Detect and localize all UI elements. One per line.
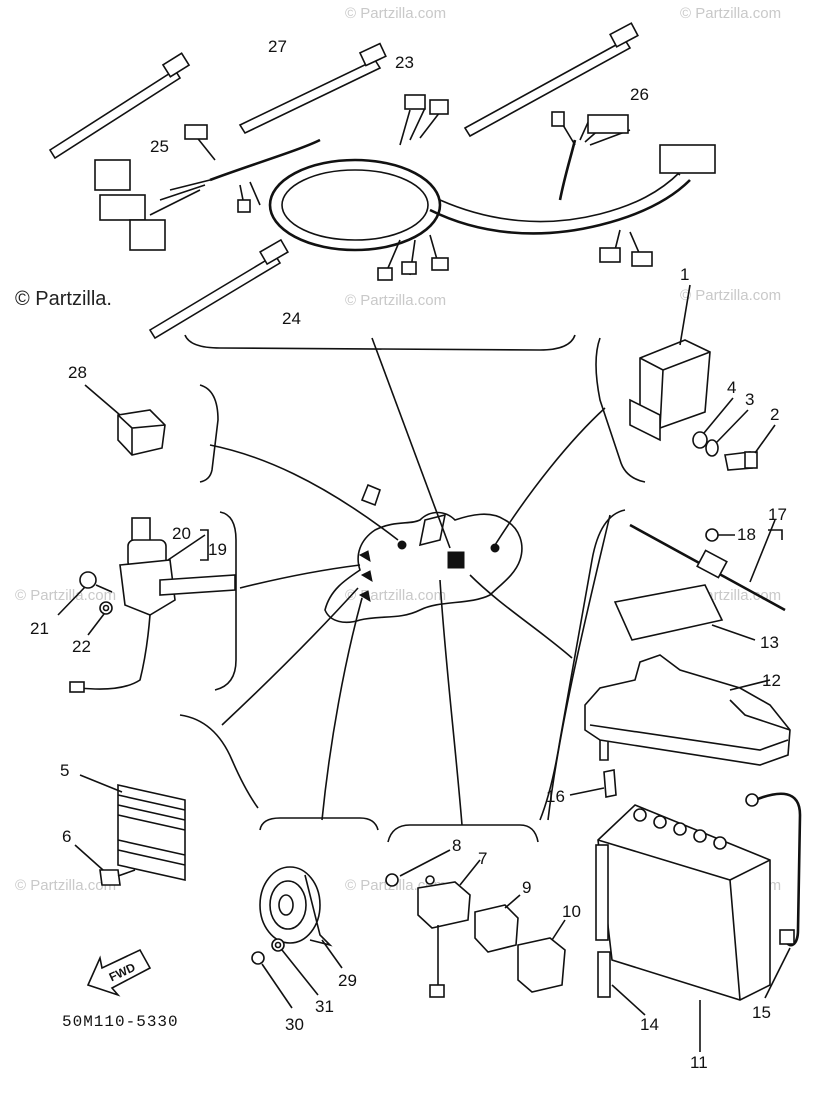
callout-2: 2 <box>770 405 779 424</box>
part-28-relay <box>84 384 166 456</box>
callout-8: 8 <box>452 836 461 855</box>
part-6-bolt <box>74 844 136 886</box>
part-29-horn <box>259 866 343 969</box>
callout-24: 24 <box>282 309 301 328</box>
part-19-main-switch <box>69 517 236 693</box>
callout-13: 13 <box>760 633 779 652</box>
watermark: © Partzilla. <box>15 288 112 310</box>
part-8-bolt <box>385 849 451 887</box>
callout-31: 31 <box>315 997 334 1016</box>
callout-25: 25 <box>150 137 169 156</box>
brace <box>199 384 219 483</box>
cable-tie-24 <box>148 238 289 340</box>
brace <box>595 337 646 483</box>
part-15-cable <box>745 792 802 999</box>
leader-lines <box>209 337 611 826</box>
callout-18: 18 <box>737 525 756 544</box>
watermark: © Partzilla.com <box>680 5 781 22</box>
drawing-code: 50M110-5330 <box>62 1013 179 1031</box>
callout-9: 9 <box>522 878 531 897</box>
callout-7: 7 <box>478 849 487 868</box>
callout-29: 29 <box>338 971 357 990</box>
watermark: © Partzilla.com <box>680 287 781 304</box>
callout-28: 28 <box>68 363 87 382</box>
brace <box>259 817 379 831</box>
part-12-battery-cover <box>584 654 791 766</box>
callout-labels: 1 2 3 4 5 6 7 8 9 10 11 12 13 14 15 16 1… <box>30 37 787 1072</box>
callout-3: 3 <box>745 390 754 409</box>
watermark: © Partzilla.com <box>15 877 116 894</box>
callout-15: 15 <box>752 1003 771 1022</box>
watermark: © Partzilla.com <box>15 587 116 604</box>
part-1-cdi-unit <box>629 284 711 442</box>
callout-5: 5 <box>60 761 69 780</box>
brace <box>539 509 626 821</box>
part-2-bolt <box>724 424 776 471</box>
frame-silhouette <box>324 483 523 624</box>
callout-20: 20 <box>172 524 191 543</box>
relay-mount <box>447 551 465 569</box>
part-16-clamp <box>569 769 617 798</box>
callout-6: 6 <box>62 827 71 846</box>
cable-tie-25 <box>48 52 191 160</box>
callout-21: 21 <box>30 619 49 638</box>
cable-tie-27 <box>238 42 387 135</box>
part-10-relay <box>517 919 566 993</box>
callout-19: 19 <box>208 540 227 559</box>
callout-12: 12 <box>762 671 781 690</box>
part-31-washer <box>271 938 319 996</box>
brace <box>179 714 259 809</box>
brace <box>184 334 576 351</box>
part-11-battery <box>597 804 771 1052</box>
part-9-relay <box>474 894 521 953</box>
callout-23: 23 <box>395 53 414 72</box>
part-13-pad <box>613 584 756 641</box>
part-4-washer <box>692 397 734 449</box>
callout-27: 27 <box>268 37 287 56</box>
callout-26: 26 <box>630 85 649 104</box>
watermark: © Partzilla.com <box>345 5 446 22</box>
brace <box>387 824 539 843</box>
callout-16: 16 <box>546 787 565 806</box>
callout-30: 30 <box>285 1015 304 1034</box>
part-21-screw <box>57 571 113 616</box>
part-22-washer <box>87 601 113 636</box>
watermark: © Partzilla.com <box>345 292 446 309</box>
callout-11: 11 <box>690 1053 708 1072</box>
part-14-vent-tube <box>595 844 646 1016</box>
callout-10: 10 <box>562 902 581 921</box>
callout-22: 22 <box>72 637 91 656</box>
callout-1: 1 <box>680 265 689 284</box>
callout-17: 17 <box>768 505 787 524</box>
part-7-relay <box>417 859 481 998</box>
part-18-bolt <box>705 528 735 542</box>
brace <box>214 511 237 691</box>
cable-tie-26 <box>463 22 639 138</box>
watermark: © Partzilla.com <box>345 587 446 604</box>
part-5-rectifier <box>79 774 186 881</box>
callout-4: 4 <box>727 378 736 397</box>
fwd-arrow-icon: FWD <box>86 948 152 997</box>
wire-harness <box>94 94 716 281</box>
part-3-washer <box>705 409 749 457</box>
part-30-bolt <box>251 951 293 1009</box>
callout-14: 14 <box>640 1015 659 1034</box>
part-17-battery-band <box>629 519 786 612</box>
